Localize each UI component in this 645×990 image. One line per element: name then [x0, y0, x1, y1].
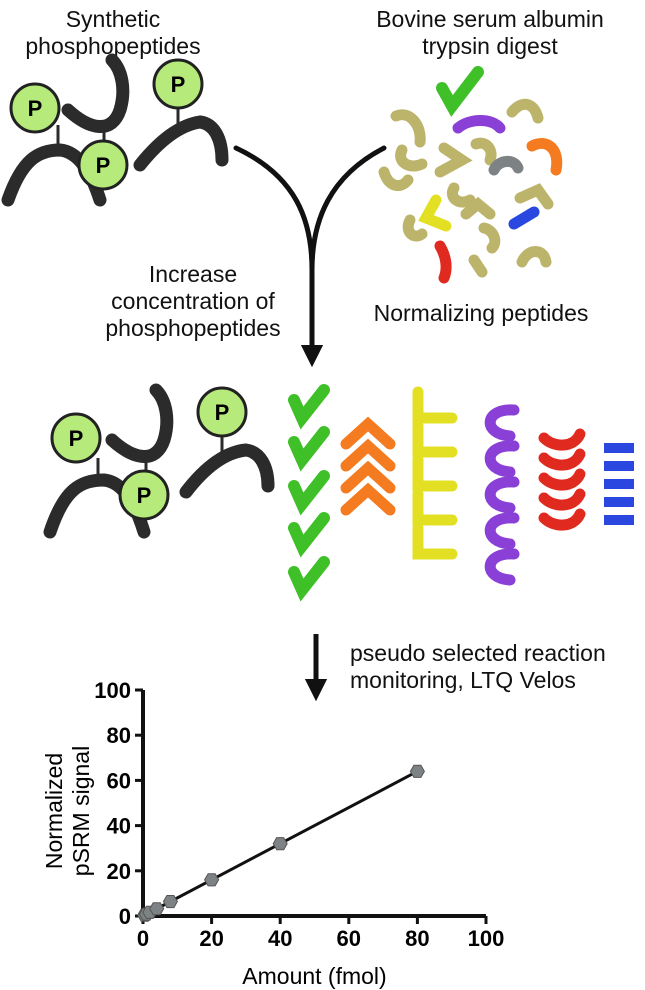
x-tick-label: 80 [405, 926, 429, 951]
svg-text:P: P [69, 426, 84, 451]
x-tick-label: 40 [268, 926, 292, 951]
normalizing-peptides-label: Normalizing peptides [373, 300, 589, 326]
red-curve-peptide [538, 468, 586, 491]
x-axis-label: Amount (fmol) [242, 963, 386, 989]
data-point [409, 764, 425, 778]
khaki-fragment [390, 109, 426, 148]
khaki-fragment [468, 254, 488, 278]
normalizing-peptide-columns [288, 384, 634, 602]
x-tick-label: 60 [337, 926, 361, 951]
red-fragment [434, 240, 452, 284]
svg-text:P: P [96, 153, 111, 178]
peptide-chain [133, 115, 229, 172]
green-check-peptide [288, 512, 330, 558]
svg-text:P: P [137, 483, 152, 508]
green-fragment [436, 66, 484, 117]
increase-concentration-label: Increase concentration of phosphopeptide… [105, 261, 281, 341]
data-point [204, 873, 220, 887]
bsa-digest-label: Bovine serum albumin trypsin digest [376, 6, 604, 59]
khaki-fragment [378, 166, 414, 191]
khaki-fragment [434, 142, 473, 178]
phospho-group: P [77, 139, 129, 191]
purple-hook-peptide [484, 404, 520, 442]
phospho-group: P [9, 82, 61, 134]
svg-text:P: P [215, 400, 230, 425]
yellow-l-peptide [412, 420, 458, 458]
purple-hook-peptide [484, 440, 520, 478]
khaki-fragment [514, 183, 554, 210]
phospho-group: P [118, 469, 170, 521]
purple-hook-peptide [484, 548, 520, 586]
svg-text:P: P [171, 72, 186, 97]
gray-fragment [488, 156, 524, 176]
purple-fragment [452, 115, 506, 134]
green-check-peptide [288, 470, 330, 516]
peptide-chain [105, 383, 174, 463]
y-axis-label: NormalizedpSRM signal [41, 746, 94, 876]
red-curve-peptide [538, 428, 586, 451]
khaki-fragment [470, 137, 497, 166]
green-check-peptide [288, 556, 330, 602]
orange-chevron-peptide [340, 438, 396, 472]
x-tick-label: 0 [137, 926, 149, 951]
x-tick-label: 20 [199, 926, 223, 951]
left-merge-curve [233, 145, 315, 273]
red-curve-peptide [538, 508, 586, 531]
red-curve-peptide [538, 448, 586, 471]
khaki-fragment [395, 144, 428, 172]
y-tick-label: 60 [107, 768, 131, 793]
data-point [162, 895, 178, 909]
orange-chevron-peptide [340, 482, 396, 516]
peptide-chain [179, 443, 275, 499]
y-tick-label: 80 [107, 723, 131, 748]
purple-hook-peptide [484, 476, 520, 514]
khaki-fragment [402, 214, 428, 242]
green-check-peptide [288, 384, 330, 430]
synthetic-phosphopeptides-label: Synthetic phosphopeptides [25, 6, 201, 59]
blue-fragment [508, 206, 540, 230]
yellow-l-peptide [412, 454, 458, 492]
khaki-fragment [478, 222, 501, 254]
yellow-l-peptide [412, 488, 458, 526]
psrm-method-label: pseudo selected reaction monitoring, LTQ… [350, 640, 606, 693]
red-curve-peptide [538, 488, 586, 511]
khaki-fragment [506, 98, 544, 124]
phospho-group: P [152, 58, 204, 110]
orange-chevron-peptide [340, 460, 396, 494]
synthetic-phosphopeptides-group: P P P [1, 53, 229, 207]
orange-chevron-peptide [340, 416, 396, 450]
mixed-phosphopeptides-group: P P P [43, 383, 275, 539]
khaki-fragment [460, 196, 496, 220]
data-point [149, 902, 165, 916]
khaki-fragment [516, 246, 552, 268]
orange-fragment [526, 138, 563, 176]
y-tick-label: 0 [119, 904, 131, 929]
right-merge-curve [309, 145, 387, 273]
y-tick-label: 40 [107, 814, 131, 839]
phospho-group: P [50, 412, 102, 464]
yellow-l-peptide [412, 386, 458, 424]
peptide-chain [61, 53, 130, 133]
green-check-peptide [288, 426, 330, 472]
bsa-digest-fragments [378, 66, 563, 284]
purple-hook-peptide [484, 512, 520, 550]
data-point [272, 837, 288, 851]
khaki-fragment [447, 182, 476, 208]
merge-arrows [233, 145, 387, 368]
y-tick-label: 100 [94, 678, 131, 703]
y-tick-label: 20 [107, 859, 131, 884]
yellow-l-peptide [412, 522, 458, 560]
yellow-fragment [418, 194, 452, 232]
svg-text:P: P [28, 96, 43, 121]
x-tick-label: 100 [468, 926, 505, 951]
phospho-group: P [196, 386, 248, 438]
